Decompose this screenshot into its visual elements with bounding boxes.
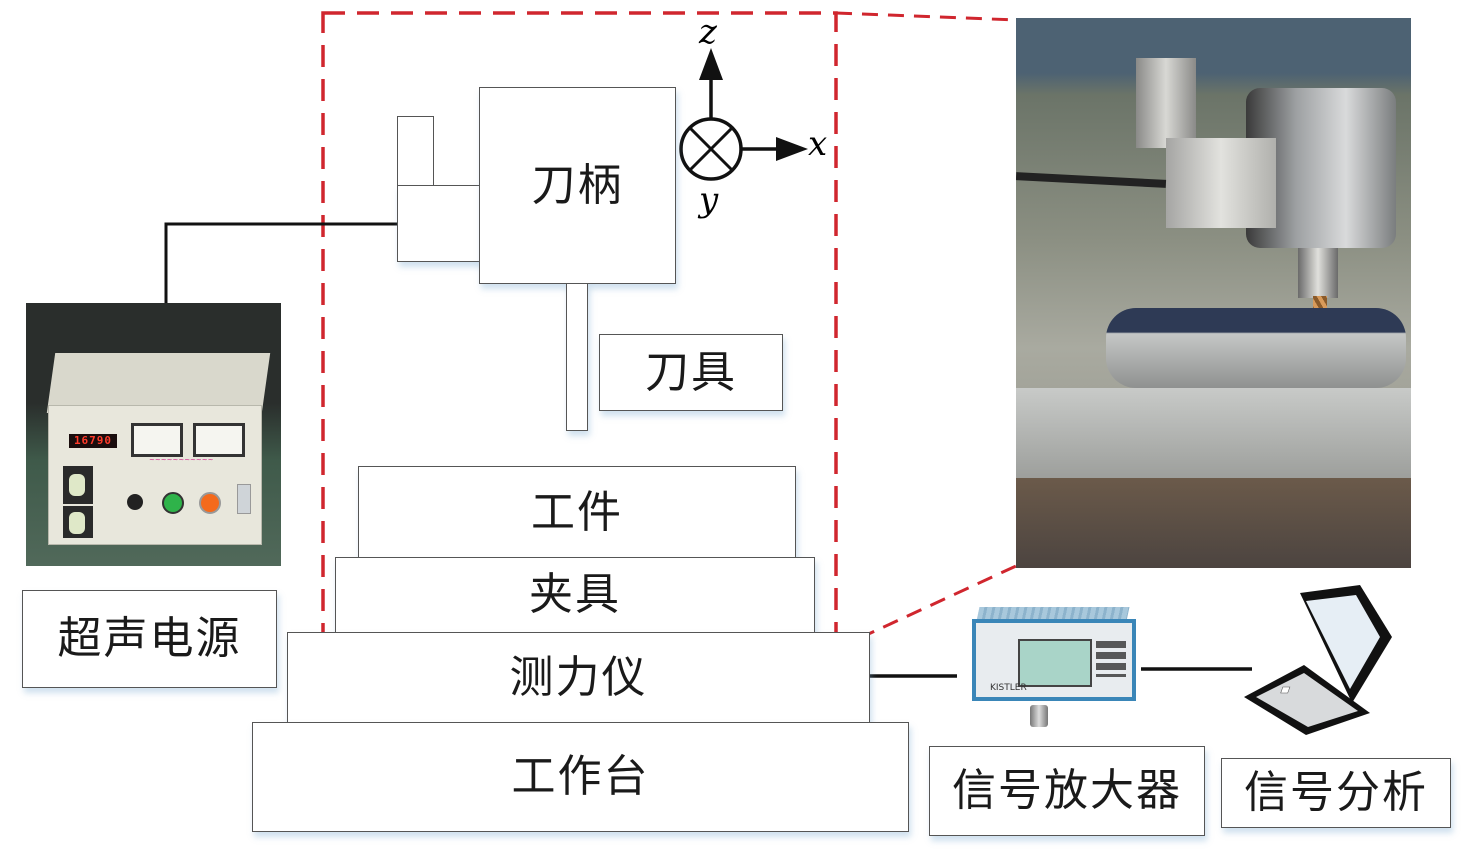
dynamometer-plate	[1016, 388, 1411, 478]
signal-amplifier-box: 信号放大器	[929, 746, 1205, 836]
dynamometer-box: 测力仪	[287, 632, 870, 723]
dynamometer-label: 测力仪	[509, 651, 648, 703]
sensor-cable	[1016, 172, 1167, 188]
axis-label-x: x	[808, 124, 828, 164]
tool-shank-photo	[1298, 248, 1338, 298]
amplifier-brand: KISTLER	[990, 683, 1027, 693]
tool-holder-box: 刀柄	[479, 87, 676, 284]
axis-label-y: y	[699, 180, 719, 220]
ultrasonic-power-supply-photo: 16790 ~~~~~~~~~~~	[26, 303, 281, 566]
breaker	[237, 484, 251, 514]
power-switch-knob	[69, 474, 85, 496]
worktable-label: 工作台	[511, 751, 650, 802]
tool-label: 刀具	[645, 346, 737, 398]
transducer-top-block	[397, 116, 434, 186]
transducer-body	[397, 185, 481, 262]
workpiece-label: 工件	[531, 486, 623, 538]
ultrasonic-power-box: 超声电源	[22, 590, 277, 688]
workpiece-box: 工件	[358, 466, 796, 559]
ultrasonic-power-label: 超声电源	[57, 613, 242, 664]
tool-holder-label: 刀柄	[531, 159, 624, 211]
amplifier-screen	[1018, 639, 1092, 687]
amplifier-front: KISTLER	[972, 619, 1136, 701]
signal-amplifier-label: 信号放大器	[952, 765, 1182, 816]
coordinate-axes-icon	[679, 48, 808, 181]
fixture-label: 夹具	[529, 569, 621, 620]
signal-analysis-box: 信号分析	[1221, 758, 1451, 828]
power-supply-front-panel: 16790 ~~~~~~~~~~~	[48, 405, 262, 545]
ammeter-2	[193, 423, 245, 457]
laptop-icon	[1244, 585, 1392, 735]
wire-power-to-holder	[164, 222, 400, 305]
spindle-housing	[1136, 58, 1196, 148]
axis-label-z: z	[699, 12, 717, 52]
tool-box: 刀具	[599, 334, 783, 411]
milling-machine-photo	[1016, 18, 1411, 568]
amplifier-keypad	[1096, 641, 1126, 677]
power-supply-display: 16790	[69, 434, 117, 448]
zoom-line-top	[835, 11, 1017, 22]
force-sensor	[1030, 705, 1048, 727]
tool-shank	[566, 283, 588, 431]
adjust-knob	[127, 494, 143, 510]
ammeter-1	[131, 423, 183, 457]
signal-amplifier-device: KISTLER	[972, 607, 1140, 727]
green-button	[162, 492, 184, 514]
signal-analysis-label: 信号分析	[1244, 767, 1428, 818]
sensor-block	[1166, 138, 1276, 228]
fixture-box: 夹具	[335, 557, 815, 633]
workpiece-photo	[1106, 308, 1406, 388]
machine-vise	[1016, 478, 1411, 568]
orange-button	[199, 492, 221, 514]
worktable-box: 工作台	[252, 722, 909, 832]
power-switch-knob-2	[69, 512, 85, 534]
